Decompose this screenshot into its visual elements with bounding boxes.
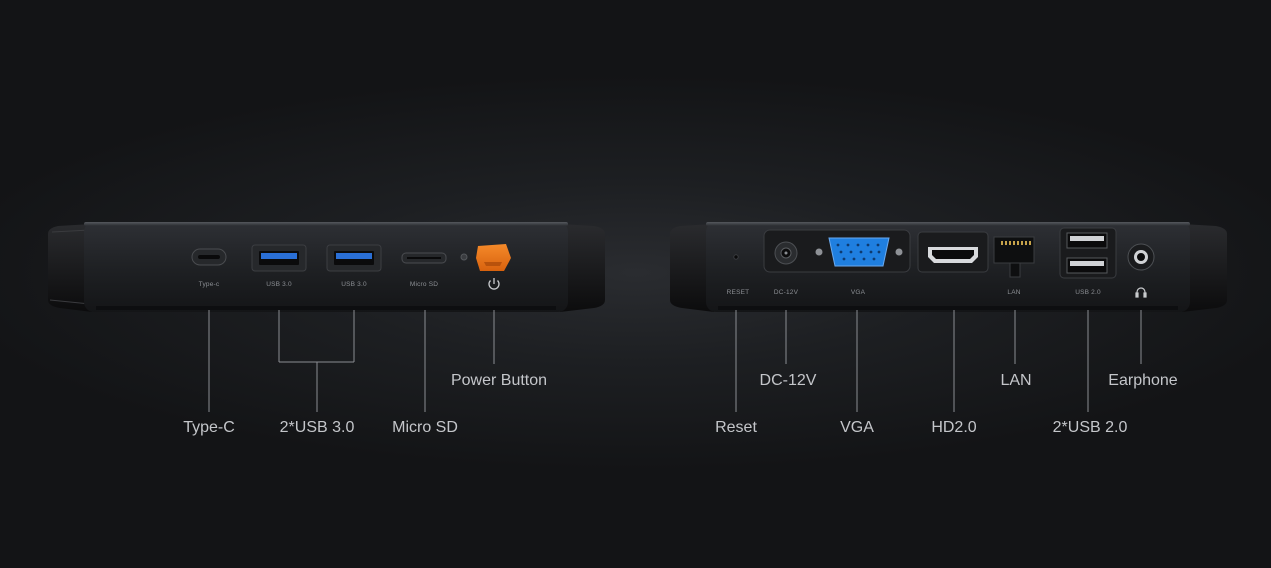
port-label-lan: LAN [1007,289,1021,296]
callout-hd: HD2.0 [931,419,977,436]
port-label-reset: RESET [726,289,750,296]
port-label-usb3-a: USB 3.0 [266,281,292,288]
power-button[interactable] [476,244,511,271]
port-label-usb2: USB 2.0 [1075,289,1101,296]
power-icon [488,278,500,290]
port-label-usb3-b: USB 3.0 [341,281,367,288]
rear-leader-lines [735,310,1142,412]
front-device [48,222,605,412]
callout-microsd: Micro SD [392,419,458,436]
lan-port [993,236,1035,264]
vga-screw-left [815,248,823,256]
callout-usb2: 2*USB 2.0 [1052,419,1128,436]
reset-hole [733,254,739,260]
rear-device [670,222,1227,412]
callout-usb3: 2*USB 3.0 [279,419,355,436]
front-leader-lines [208,310,495,412]
rear-right-endcap [1182,224,1227,312]
callout-reset: Reset [715,419,757,436]
callout-dc: DC-12V [759,372,817,389]
port-label-dc: DC-12V [773,289,799,296]
callout-lan: LAN [1000,372,1032,389]
led-indicator [460,253,468,261]
port-label-microsd: Micro SD [409,281,439,288]
callout-vga: VGA [840,419,874,436]
callout-power-button: Power Button [450,372,548,389]
port-label-typec: Type-c [198,281,220,288]
front-right-endcap [560,224,605,312]
front-left-endcap [48,224,92,312]
callout-typec: Type-C [183,419,235,436]
headphone-icon [1135,287,1147,298]
front-left-ridges [49,229,91,305]
rear-left-endcap [670,224,714,312]
callout-earphone: Earphone [1108,372,1178,389]
front-body [84,222,568,312]
port-label-vga: VGA [850,289,866,296]
vga-screw-right [895,248,903,256]
